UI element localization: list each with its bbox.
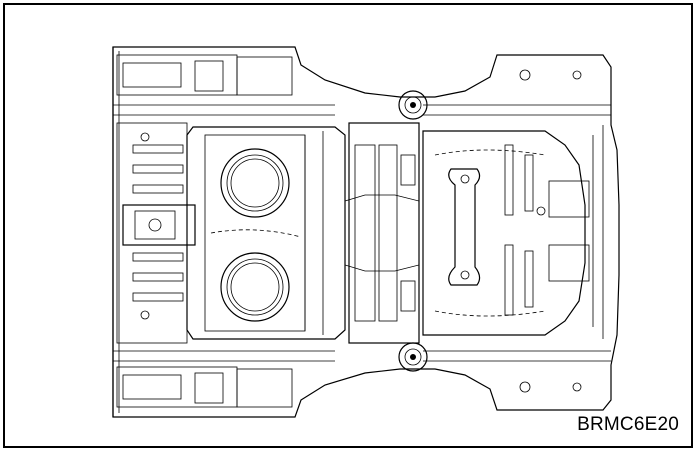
rear-side-rails [423, 69, 611, 393]
front-rail-section-upper [113, 54, 335, 116]
figure-code: BRMC6E20 [577, 414, 679, 435]
floor-outline [112, 46, 620, 418]
rear-floor-pan [422, 125, 604, 339]
front-edge [112, 47, 120, 417]
spare-well-panel [186, 126, 346, 340]
cross-member-section [344, 122, 420, 344]
underbody-floor-panel-drawing [112, 46, 620, 418]
rear-shock-mount-lower [398, 342, 428, 372]
figure-frame: BRMC6E20 [3, 3, 693, 448]
front-rail-section-lower [113, 350, 335, 408]
rear-shock-mount-upper [398, 90, 428, 120]
left-floor-ribs [116, 122, 196, 344]
